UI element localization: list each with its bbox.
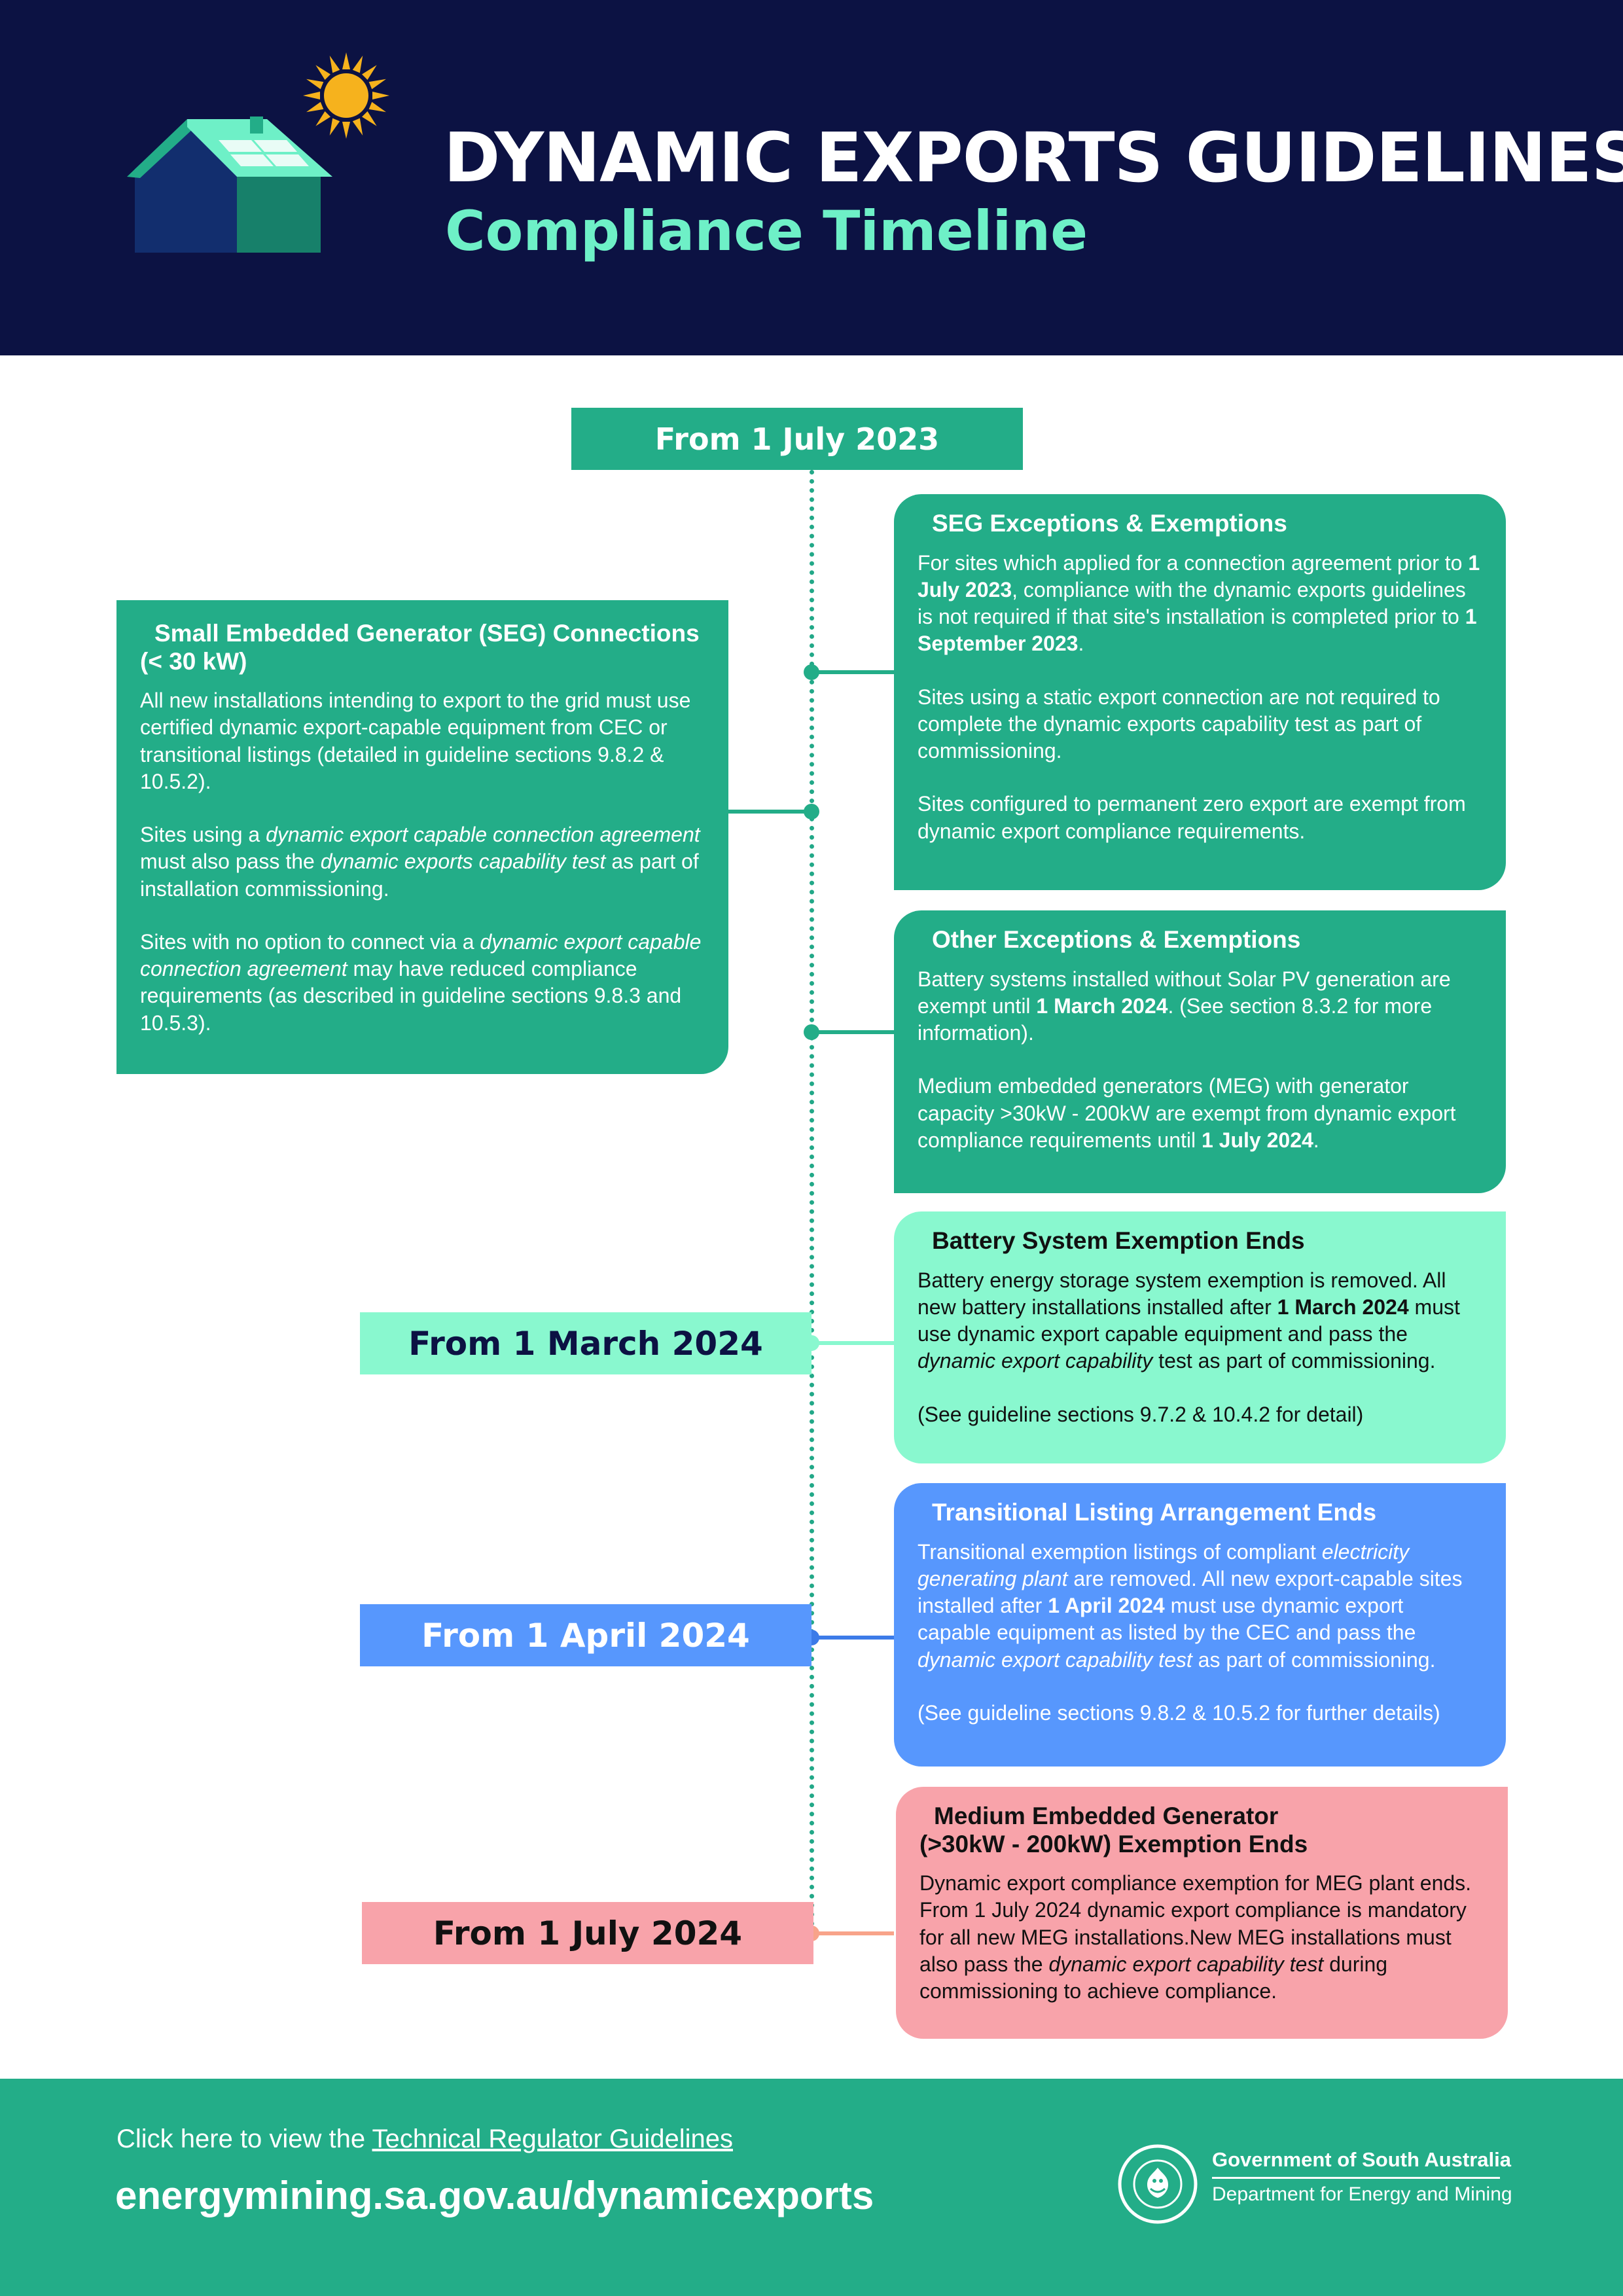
government-name: Government of South Australia bbox=[1212, 2148, 1512, 2171]
battery-exemption-p1: Battery energy storage system exemption … bbox=[918, 1268, 1460, 1373]
page-subtitle: Compliance Timeline bbox=[445, 199, 1088, 263]
battery-exemption-p2: (See guideline sections 9.7.2 & 10.4.2 f… bbox=[918, 1402, 1364, 1426]
other-exceptions-title: Other Exceptions & Exemptions bbox=[932, 926, 1301, 953]
seg-connections-card: Small Embedded Generator (SEG) Connectio… bbox=[116, 600, 728, 1074]
connector-transitional bbox=[812, 1636, 894, 1640]
technical-regulator-guidelines-link[interactable]: Technical Regulator Guidelines bbox=[372, 2125, 733, 2153]
seg-exceptions-title: SEG Exceptions & Exemptions bbox=[932, 510, 1287, 537]
meg-exemption-title-line2: (>30kW - 200kW) Exemption Ends bbox=[919, 1830, 1308, 1857]
timeline-dot bbox=[804, 664, 819, 680]
connector-seg-connections bbox=[728, 810, 812, 814]
seg-exceptions-p2: Sites using a static export connection a… bbox=[918, 685, 1440, 763]
date-label-march-2024-text: From 1 March 2024 bbox=[408, 1324, 763, 1363]
seg-exceptions-p1: For sites which applied for a connection… bbox=[918, 550, 1480, 656]
connector-seg-exceptions bbox=[812, 670, 894, 674]
meg-exemption-p1: Dynamic export compliance exemption for … bbox=[919, 1871, 1472, 2003]
guidelines-link-line: Click here to view the Technical Regulat… bbox=[116, 2125, 733, 2154]
seg-connections-title: Small Embedded Generator (SEG) Connectio… bbox=[140, 620, 705, 675]
date-label-july-2024-text: From 1 July 2024 bbox=[433, 1914, 743, 1952]
date-label-march-2024: From 1 March 2024 bbox=[360, 1312, 812, 1374]
date-label-april-2024: From 1 April 2024 bbox=[360, 1604, 812, 1666]
seg-exceptions-card: SEG Exceptions & Exemptions For sites wh… bbox=[894, 494, 1506, 890]
sun-icon bbox=[303, 52, 389, 139]
date-label-july-2023-text: From 1 July 2023 bbox=[654, 421, 940, 457]
transitional-listing-title: Transitional Listing Arrangement Ends bbox=[932, 1499, 1377, 1526]
other-exceptions-card: Other Exceptions & Exemptions Battery sy… bbox=[894, 910, 1506, 1193]
date-label-july-2023: From 1 July 2023 bbox=[571, 408, 1023, 470]
transitional-listing-card: Transitional Listing Arrangement Ends Tr… bbox=[894, 1483, 1506, 1767]
transitional-listing-p2: (See guideline sections 9.8.2 & 10.5.2 f… bbox=[918, 1700, 1440, 1725]
solar-house-icon bbox=[127, 52, 389, 253]
transitional-listing-p1: Transitional exemption listings of compl… bbox=[918, 1539, 1463, 1672]
date-label-july-2024: From 1 July 2024 bbox=[362, 1902, 813, 1964]
other-exceptions-p2: Medium embedded generators (MEG) with ge… bbox=[918, 1074, 1456, 1152]
seg-connections-p1: All new installations intending to expor… bbox=[140, 689, 691, 793]
connector-battery bbox=[812, 1341, 894, 1345]
seg-exceptions-p3: Sites configured to permanent zero expor… bbox=[918, 792, 1466, 843]
battery-exemption-card: Battery System Exemption Ends Battery en… bbox=[894, 1211, 1506, 1463]
timeline-dot bbox=[804, 804, 819, 819]
meg-exemption-card: Medium Embedded Generator (>30kW - 200kW… bbox=[896, 1787, 1508, 2039]
timeline-dot bbox=[804, 1024, 819, 1040]
seg-connections-title-line1: Small Embedded Generator (SEG) Connectio… bbox=[154, 620, 700, 647]
date-label-april-2024-text: From 1 April 2024 bbox=[421, 1616, 750, 1655]
seg-connections-p2: Sites using a dynamic export capable con… bbox=[140, 823, 700, 901]
page-title: DYNAMIC EXPORTS GUIDELINES bbox=[444, 118, 1623, 198]
battery-exemption-title: Battery System Exemption Ends bbox=[932, 1227, 1305, 1254]
meg-exemption-title: Medium Embedded Generator (>30kW - 200kW… bbox=[919, 1803, 1484, 1858]
seg-connections-p3: Sites with no option to connect via a dy… bbox=[140, 929, 702, 1035]
page-footer bbox=[0, 2079, 1623, 2296]
guidelines-link-prefix: Click here to view the bbox=[116, 2125, 372, 2153]
connector-other-exceptions bbox=[812, 1030, 894, 1034]
logo-divider bbox=[1212, 2177, 1500, 2179]
sa-government-seal-icon bbox=[1118, 2144, 1198, 2224]
department-name: Department for Energy and Mining bbox=[1212, 2183, 1512, 2205]
connector-meg bbox=[812, 1931, 894, 1935]
website-url[interactable]: energymining.sa.gov.au/dynamicexports bbox=[115, 2174, 874, 2217]
seg-connections-title-line2: (< 30 kW) bbox=[140, 647, 247, 675]
other-exceptions-p1: Battery systems installed without Solar … bbox=[918, 967, 1451, 1045]
meg-exemption-title-line1: Medium Embedded Generator bbox=[934, 1803, 1279, 1829]
timeline-line bbox=[810, 470, 814, 1936]
